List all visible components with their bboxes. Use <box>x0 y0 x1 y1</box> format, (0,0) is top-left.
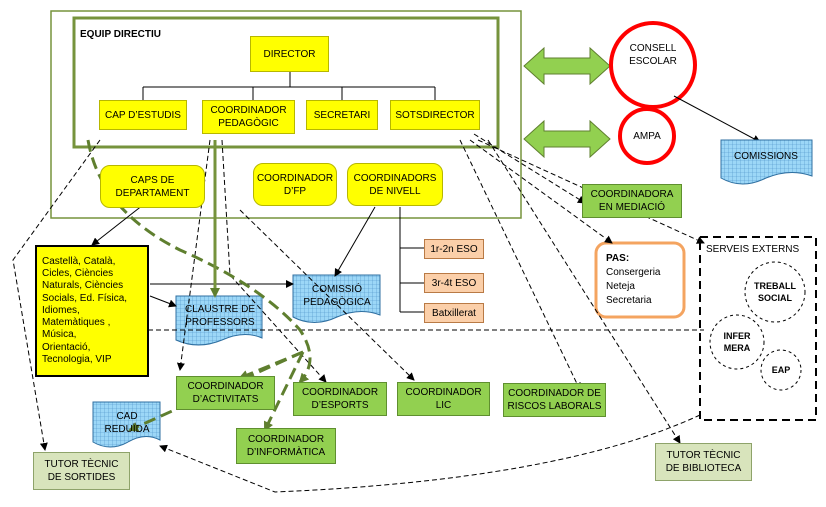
comissions-shape <box>720 139 813 185</box>
coordinadors-nivell-box: COORDINADORS DE NIVELL <box>347 163 443 206</box>
eso-34-box: 3r-4t ESO <box>424 273 484 293</box>
eso-12-box: 1r-2n ESO <box>424 239 484 259</box>
tutor-biblioteca-box: TUTOR TÈCNIC DE BIBLIOTECA <box>655 443 752 481</box>
coordinador-activitats-box: COORDINADOR D’ACTIVITATS <box>176 376 275 410</box>
director-box: DIRECTOR <box>250 36 329 72</box>
director-tree <box>142 72 436 100</box>
secretari-box: SECRETARI <box>306 100 378 130</box>
consell-escolar-label: CONSELL ESCOLAR <box>629 43 677 67</box>
claustre-shape <box>175 295 263 346</box>
treball-social-circle <box>744 261 806 323</box>
cad-shape <box>92 401 161 448</box>
infermera-circle <box>709 314 765 370</box>
pas-item: Consergeria <box>606 267 661 278</box>
eap-circle <box>760 349 802 391</box>
coordinador-fp-box: COORDINADOR D’FP <box>253 163 337 206</box>
ampa-label: AMPA <box>633 131 661 142</box>
pas-item: Secretaria <box>606 295 652 306</box>
serveis-externs-title: SERVEIS EXTERNS <box>706 244 800 255</box>
cad-reduida-label: CAD REDUÏDA <box>104 411 150 435</box>
coordinadora-mediacio-box: COORDINADORA EN MEDIACIÓ <box>582 184 682 218</box>
claustre-label: CLAUSTRE DE PROFESSORS <box>184 304 255 328</box>
eap-label: EAP <box>771 365 791 375</box>
pas-item: Neteja <box>606 281 635 292</box>
comissions-label: COMISSIONS <box>734 151 798 162</box>
departaments-list-box: Castellà, Català, Cicles, Ciències Natur… <box>35 245 149 377</box>
consell-comissions-arrow <box>673 95 761 143</box>
coordinador-informatica-box: COORDINADOR D’INFORMÀTICA <box>236 428 336 464</box>
pas-title: PAS: <box>606 253 630 264</box>
coordinador-pedagogic-box: COORDINADOR PEDAGÒGIC <box>202 100 295 134</box>
tutor-sortides-box: TUTOR TÈCNIC DE SORTIDES <box>33 452 130 490</box>
consell-double-arrow <box>523 46 611 86</box>
equip-directiu-title: EQUIP DIRECTIU <box>80 29 161 40</box>
equip-directiu-frame <box>72 16 500 149</box>
outer-frame <box>50 10 522 219</box>
infermera-label: INFER MERA <box>723 331 751 353</box>
coordinador-riscos-box: COORDINADOR DE RISCOS LABORALS <box>503 383 606 417</box>
pas-box <box>594 241 686 319</box>
sotsdirector-box: SOTSDIRECTOR <box>390 100 480 130</box>
coordinador-lic-box: COORDINADOR LIC <box>397 382 490 416</box>
ampa-double-arrow <box>523 119 611 159</box>
batxillerat-box: Batxillerat <box>424 303 484 323</box>
consell-escolar-circle <box>609 21 697 109</box>
caps-departament-box: CAPS DE DEPARTAMENT <box>100 165 205 208</box>
comissio-shape <box>292 274 381 323</box>
ampa-circle <box>618 107 676 165</box>
cap-estudis-box: CAP D’ESTUDIS <box>99 100 187 130</box>
treball-social-label: TREBALL SOCIAL <box>754 281 796 303</box>
coordinador-esports-box: COORDINADOR D’ESPORTS <box>293 382 387 416</box>
comissio-pedagogica-label: COMISSIÓ PEDAGÒGICA <box>303 284 371 308</box>
